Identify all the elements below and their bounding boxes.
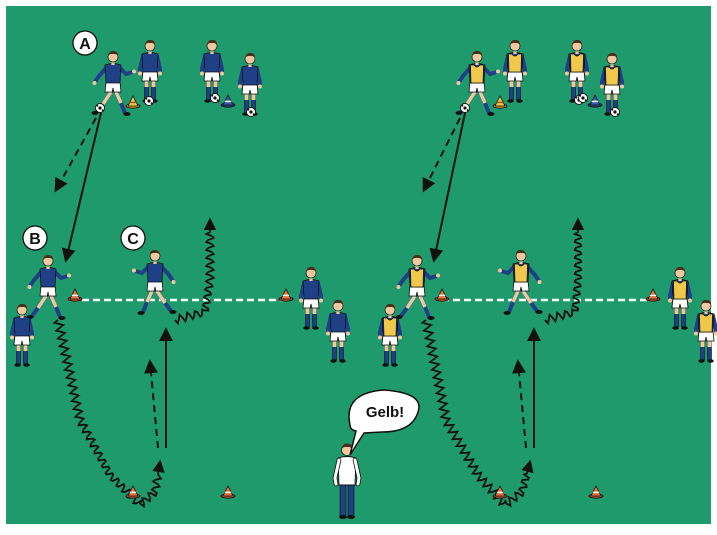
- pass-arrow-left: [61, 112, 102, 263]
- return-run-right: [512, 359, 527, 449]
- player-figure: [503, 39, 527, 103]
- ball-icon: [578, 93, 588, 103]
- player-figure: [600, 52, 624, 116]
- coach-figure: [332, 443, 362, 519]
- run-arrow-left: [54, 117, 97, 193]
- ball-icon: [610, 107, 620, 117]
- speech-bubble: Gelb!: [348, 389, 420, 456]
- pass-arrows: [54, 112, 541, 449]
- player-figure: [26, 254, 71, 320]
- dribble-path: [420, 319, 534, 508]
- run-arrow-right: [422, 117, 461, 193]
- return-run-left: [144, 359, 159, 449]
- speech-text: Gelb!: [366, 404, 404, 421]
- player-figure: [378, 303, 402, 367]
- ball-icon: [95, 103, 105, 113]
- player-figure: [299, 266, 323, 330]
- player-figure: [200, 39, 224, 103]
- ball-icon: [210, 93, 220, 103]
- ball-icon: [460, 103, 470, 113]
- player-figure: [326, 299, 350, 363]
- player-figure: [238, 52, 262, 116]
- player-figure: [498, 249, 543, 315]
- player-figure: [132, 249, 177, 315]
- label-a-text: A: [79, 36, 91, 53]
- player-figure: [668, 266, 692, 330]
- pass-arrow-right: [429, 112, 466, 263]
- players: [10, 39, 717, 367]
- label-a: A: [72, 30, 98, 56]
- player-figure: [91, 50, 136, 116]
- ball-icon: [246, 107, 256, 117]
- label-b: B: [22, 225, 48, 251]
- label-c-text: C: [127, 231, 139, 248]
- player-figure: [138, 39, 162, 103]
- ball-icon: [144, 96, 154, 106]
- dribble-path: [544, 217, 585, 326]
- label-b-text: B: [29, 231, 41, 248]
- player-figure: [10, 303, 34, 367]
- label-c: C: [120, 225, 146, 251]
- dribble-path: [174, 217, 217, 326]
- player-figure: [694, 299, 717, 363]
- dribble-path: [52, 319, 165, 509]
- dribble-paths: [52, 217, 585, 509]
